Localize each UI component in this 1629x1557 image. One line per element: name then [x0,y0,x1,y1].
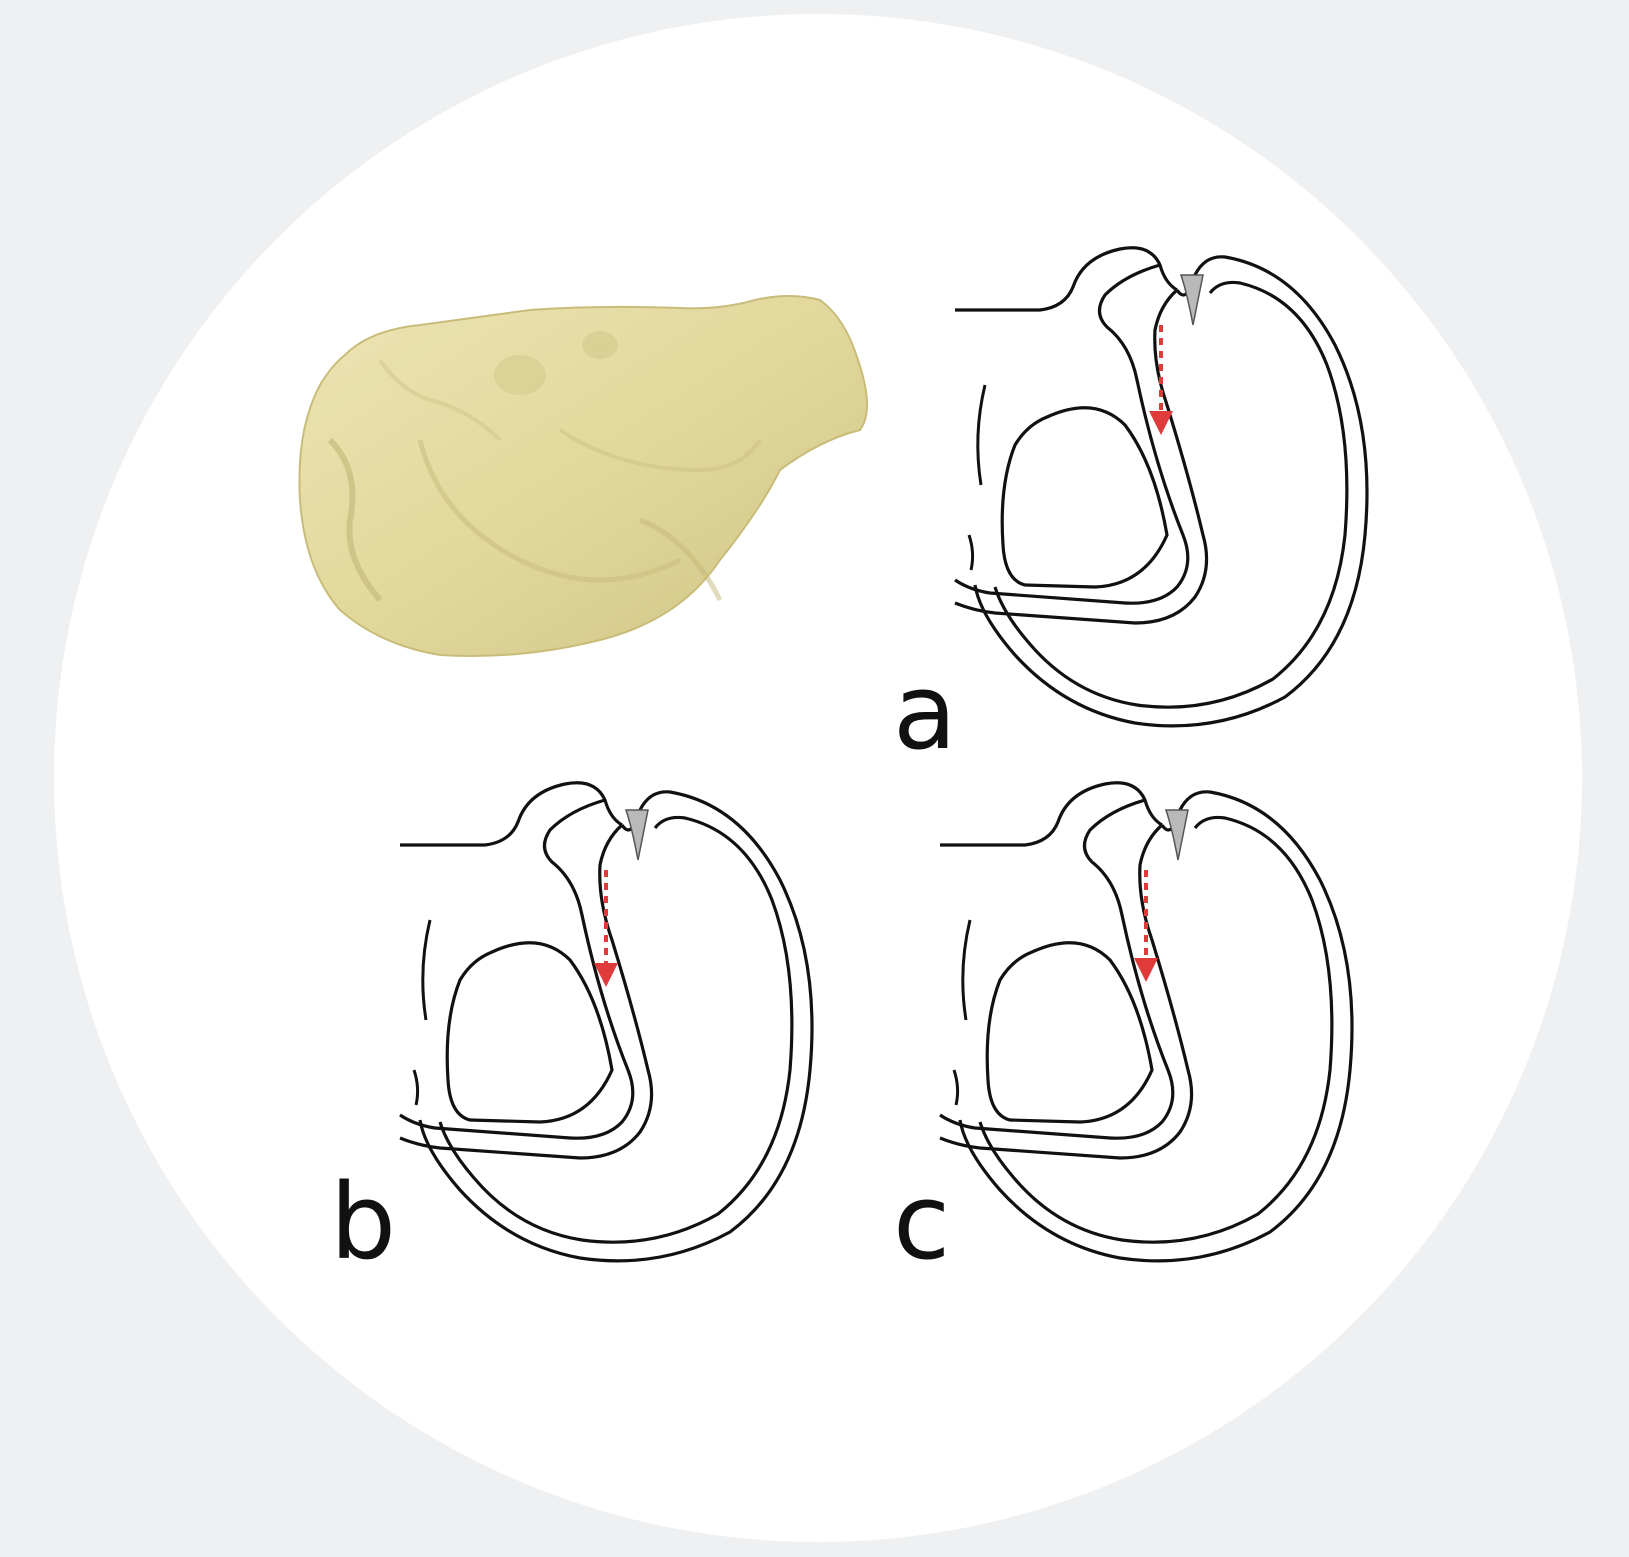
panel-label-c: c [893,1170,950,1274]
panel-label-a: a [893,660,957,764]
specimen-render [299,296,867,656]
heart-diagram-c [940,783,1352,1261]
panel-label-b: b [330,1170,396,1274]
heart-diagram-b [400,783,812,1261]
heart-diagram-a [955,248,1367,726]
